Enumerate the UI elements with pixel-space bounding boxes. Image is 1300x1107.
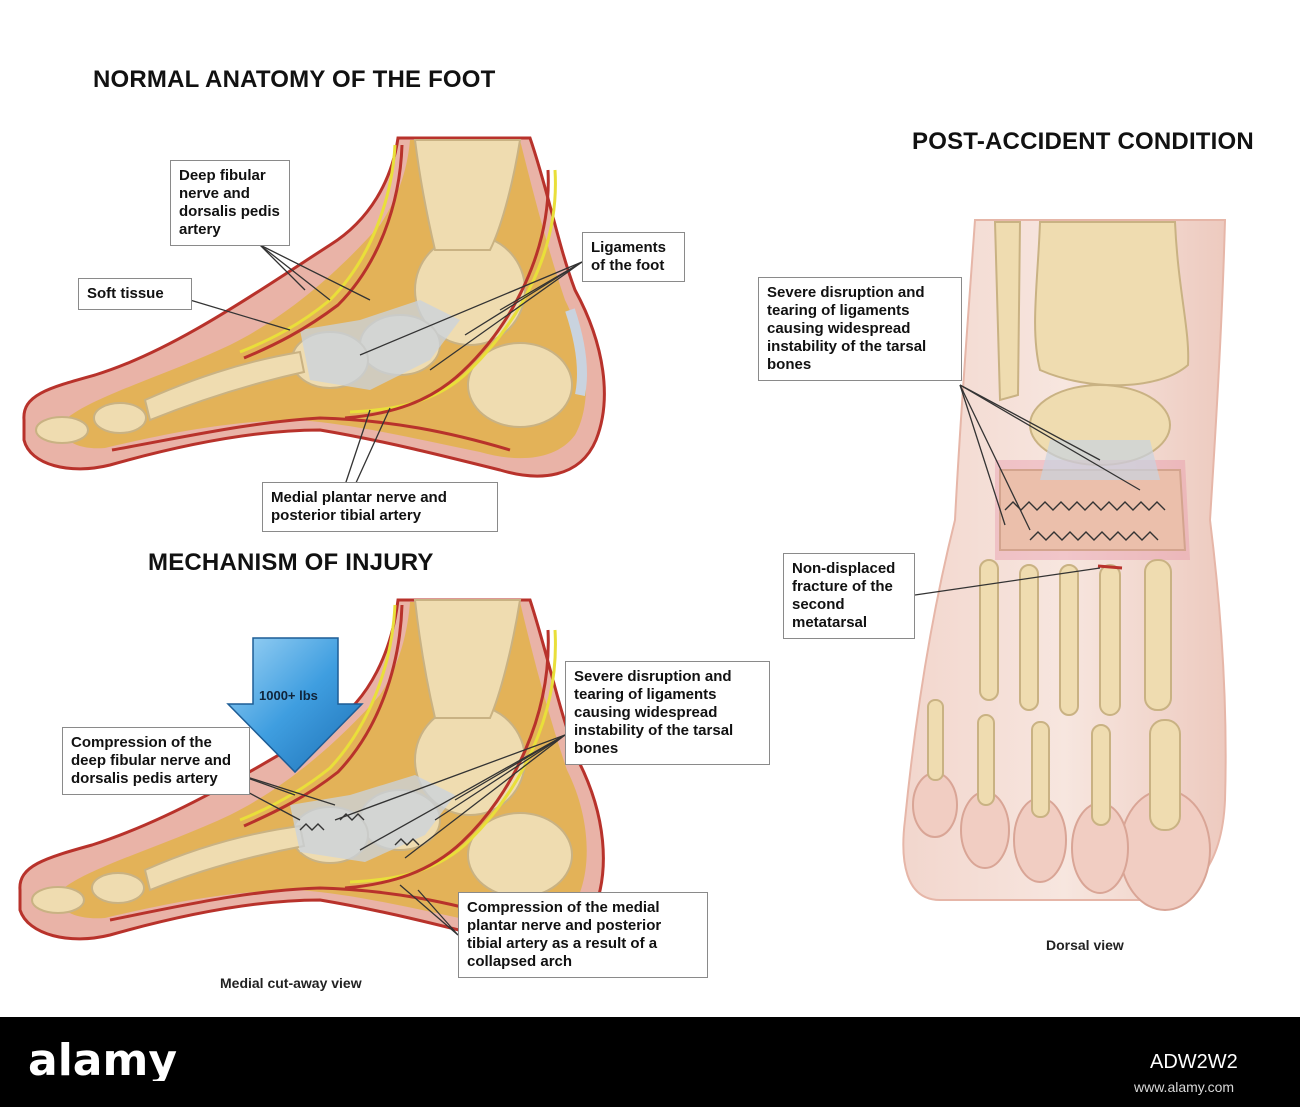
caption-medial-view: Medial cut-away view: [220, 975, 362, 991]
normal-phalanx-2: [35, 416, 89, 444]
footer-url: www.alamy.com: [1134, 1079, 1235, 1095]
dorsal-foot-illustration: [902, 219, 1227, 911]
dorsal-metatarsal-4: [1019, 564, 1039, 711]
label-ligaments-of-foot: Ligaments of the foot: [582, 232, 685, 282]
normal-heel-ligament: [565, 308, 587, 396]
normal-foot-arch-outline: [111, 416, 511, 452]
mechanism-leader-lines: [224, 734, 566, 936]
normal-anatomy-heading: NORMAL ANATOMY OF THE FOOT: [93, 66, 496, 93]
normal-metatarsal: [143, 350, 306, 422]
dorsal-toe-5: [912, 772, 958, 838]
mechanism-tibia: [413, 599, 522, 719]
mechanism-dorsal-nerve: [239, 604, 397, 822]
label-severe-disruption-post: Severe disruption and tearing of ligamen…: [758, 277, 962, 381]
dorsal-fracture-line: [1097, 564, 1123, 570]
dorsal-ligament-tears: [1004, 501, 1166, 541]
dorsal-fibula: [993, 221, 1022, 402]
label-compression-deep-fibular: Compression of the deep fibular nerve an…: [62, 727, 250, 795]
dorsal-phalanx-3: [1031, 721, 1050, 818]
force-arrow-label: 1000+ lbs: [259, 688, 318, 703]
label-compression-medial-plantar: Compression of the medial plantar nerve …: [458, 892, 708, 978]
mechanism-foot-arch-outline: [109, 886, 511, 922]
mechanism-phalanx-2: [31, 886, 85, 914]
normal-dorsal-nerve: [239, 144, 397, 354]
dorsal-tibia: [1034, 221, 1190, 387]
normal-leader-lines: [189, 244, 583, 486]
normal-phalanx-1: [93, 402, 147, 434]
alamy-logo: alamy: [28, 1037, 177, 1081]
dorsal-metatarsal-3: [1059, 564, 1079, 716]
normal-foot-illustration: [22, 136, 606, 478]
label-severe-disruption-mechanism: Severe disruption and tearing of ligamen…: [565, 661, 770, 765]
normal-dorsal-artery: [243, 144, 404, 360]
label-medial-plantar-nerve: Medial plantar nerve and posterior tibia…: [262, 482, 498, 532]
mechanism-torn-ligaments: [290, 775, 455, 862]
mechanism-heading: MECHANISM OF INJURY: [148, 549, 434, 576]
normal-calcaneus: [467, 342, 573, 428]
post-accident-heading: POST-ACCIDENT CONDITION: [912, 128, 1254, 155]
mechanism-plantar-artery: [344, 629, 550, 890]
label-soft-tissue: Soft tissue: [78, 278, 192, 310]
watermark-footer: alamy ADW2W2 www.alamy.com: [0, 1017, 1300, 1107]
dorsal-phalanx-2: [1091, 724, 1111, 826]
dorsal-phalanx-5: [927, 699, 944, 781]
normal-plantar-artery: [344, 169, 550, 420]
label-non-displaced-fracture: Non-displaced fracture of the second met…: [783, 553, 915, 639]
dorsal-phalanx-4: [977, 714, 995, 806]
normal-ligaments: [300, 300, 460, 390]
label-deep-fibular-nerve: Deep fibular nerve and dorsalis pedis ar…: [170, 160, 290, 246]
mechanism-dorsal-artery: [243, 604, 404, 828]
mechanism-phalanx-1: [91, 872, 145, 904]
dorsal-metatarsal-1: [1144, 559, 1172, 711]
mechanism-plantar-nerve: [349, 629, 557, 884]
normal-tibia: [413, 139, 522, 251]
dorsal-metatarsal-2: [1099, 564, 1121, 716]
force-arrow: [226, 637, 364, 774]
dorsal-leader-lines: [914, 384, 1141, 596]
svg-text:alamy: alamy: [28, 1037, 177, 1081]
caption-dorsal-view: Dorsal view: [1046, 937, 1124, 953]
image-id: ADW2W2: [1150, 1051, 1238, 1073]
dorsal-metatarsal-5: [979, 559, 999, 701]
dorsal-phalanx-1: [1149, 719, 1181, 831]
normal-plantar-nerve: [349, 169, 557, 414]
dorsal-tarsal-injury: [995, 460, 1190, 560]
